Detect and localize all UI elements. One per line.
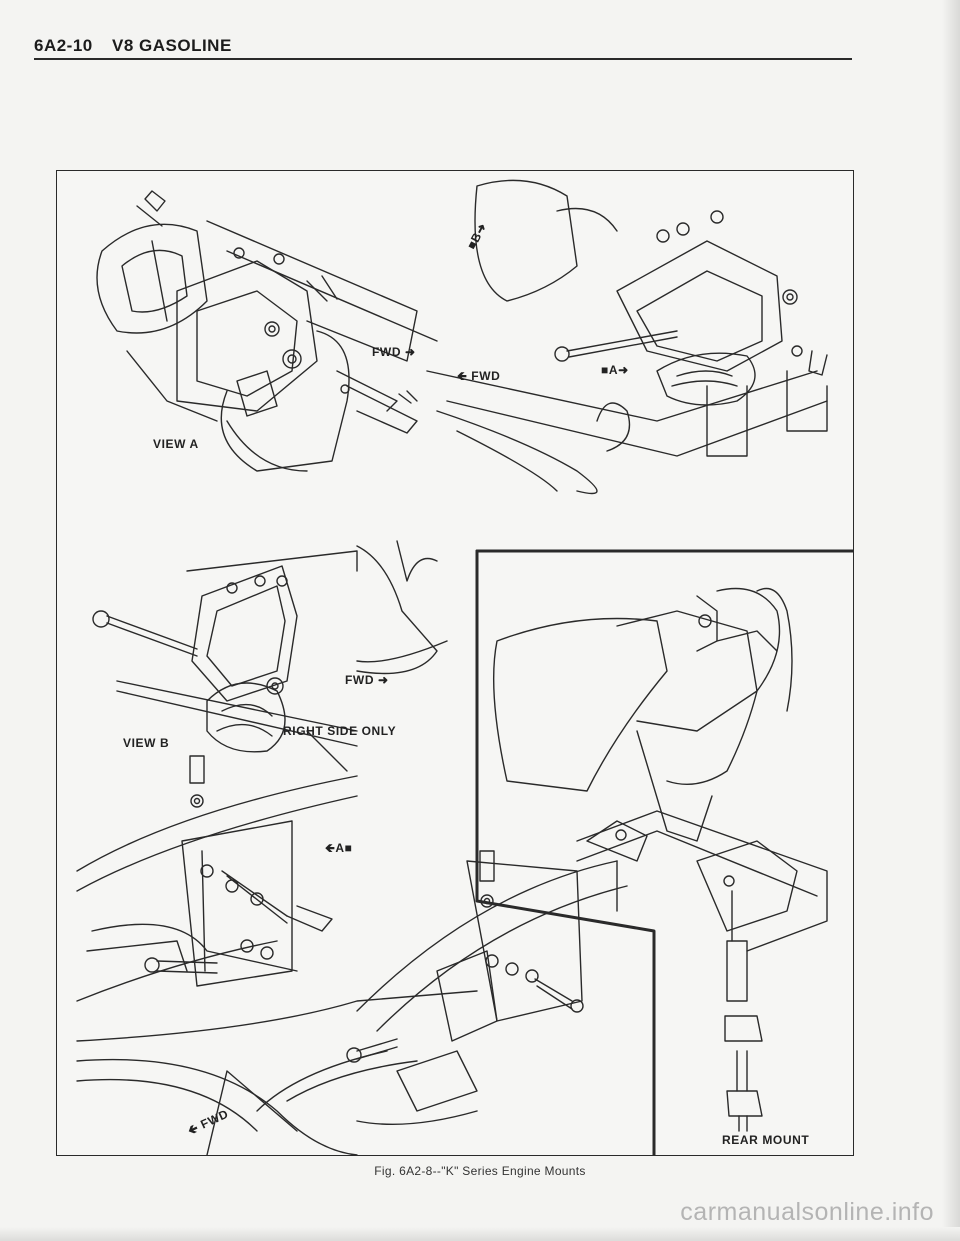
section-number: 6A2-10 <box>34 36 93 55</box>
fwd-arrow-label-2: 🡸 FWD <box>457 369 501 383</box>
top-right-assembly <box>426 179 828 495</box>
a-marker-label-1: ■A➜ <box>601 363 629 377</box>
a-marker-text: A <box>608 363 619 377</box>
fwd-text: FWD <box>345 673 375 687</box>
a-marker-text: A <box>335 841 345 855</box>
engine-mounts-drawing <box>76 179 853 1155</box>
rear-mount-panel <box>475 549 853 1155</box>
rear-mount-label: REAR MOUNT <box>722 1133 810 1147</box>
figure-caption: Fig. 6A2-8--"K" Series Engine Mounts <box>374 1164 586 1178</box>
fwd-arrow-label-3: FWD ➜ <box>345 673 389 687</box>
page-edge-shadow <box>942 0 960 1241</box>
page-bottom-shadow <box>0 1227 960 1241</box>
engine-mounts-figure: VIEW A FWD ➜ 🡸 FWD ■B➜ ■A➜ VIEW B FWD ➜ … <box>56 170 854 1156</box>
lower-middle-bracket-drawing <box>346 850 628 1126</box>
fwd-arrow-label-1: FWD ➜ <box>372 345 416 359</box>
fwd-text: FWD <box>471 369 501 383</box>
a-marker-label-2: 🡸A■ <box>325 841 353 855</box>
view-b-drawing <box>92 540 448 772</box>
lower-left-bracket-drawing <box>76 755 478 1155</box>
view-a-label: VIEW A <box>153 437 199 451</box>
section-title: V8 GASOLINE <box>112 36 232 55</box>
view-b-label: VIEW B <box>123 736 170 750</box>
watermark: carmanualsonline.info <box>680 1198 934 1226</box>
header-rule <box>34 58 852 60</box>
fwd-text: FWD <box>372 345 402 359</box>
page-header: 6A2-10 V8 GASOLINE <box>34 36 232 56</box>
right-side-only-label: RIGHT SIDE ONLY <box>283 724 397 738</box>
view-a-drawing <box>96 190 438 472</box>
